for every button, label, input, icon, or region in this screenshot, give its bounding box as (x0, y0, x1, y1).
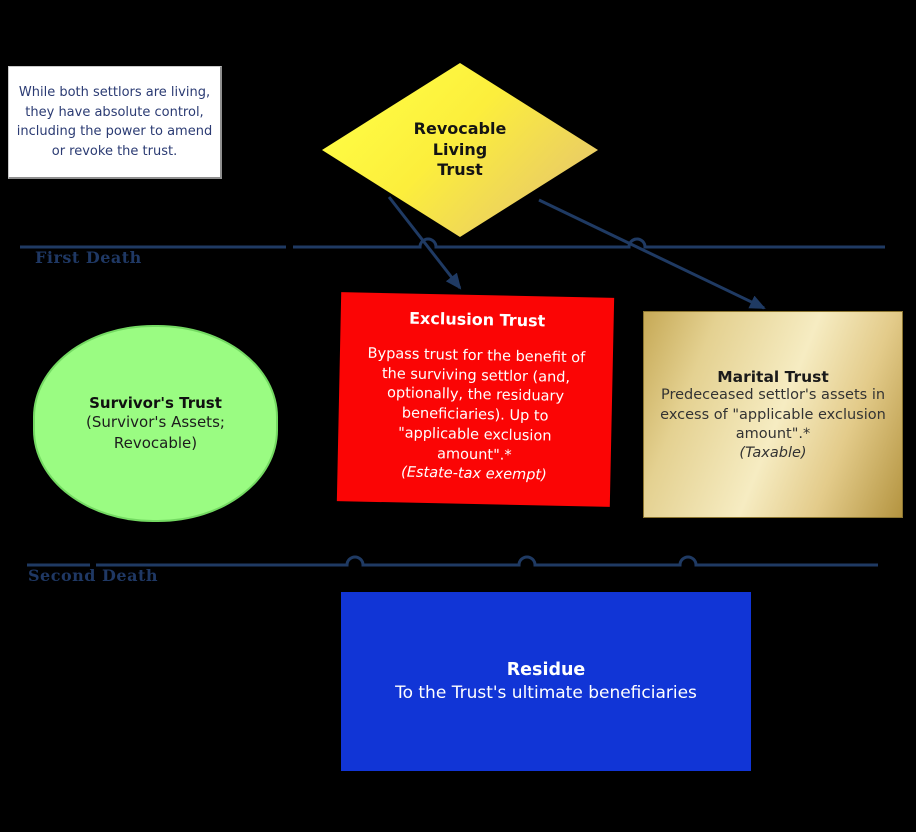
residue-title: Residue (506, 660, 586, 680)
residue-body: To the Trust's ultimate beneficiaries (395, 683, 697, 703)
marital-trust-body: Predeceased settlor's assets in excess o… (660, 387, 886, 443)
first-death-line (20, 237, 885, 249)
marital-trust-box: Marital Trust Predeceased settlor's asse… (643, 311, 903, 518)
arrow-to-marital-trust (538, 198, 766, 310)
exclusion-trust-body: Bypass trust for the benefit of the surv… (367, 345, 586, 464)
survivors-trust-body: (Survivor's Assets; Revocable) (86, 413, 225, 452)
exclusion-trust-title: Exclusion Trust (408, 308, 546, 331)
survivors-trust-shape: Survivor's Trust (Survivor's Assets; Rev… (33, 325, 278, 522)
exclusion-trust-box: Exclusion Trust Bypass trust for the ben… (336, 292, 615, 507)
second-death-line (27, 555, 878, 567)
second-death-label: Second Death (28, 566, 158, 585)
settlors-note-text: While both settlors are living, they hav… (16, 85, 213, 159)
first-death-label: First Death (35, 248, 142, 267)
revocable-living-trust-label: Revocable Living Trust (413, 118, 507, 180)
revocable-living-trust-shape: Revocable Living Trust (322, 63, 598, 237)
marital-trust-footnote: (Taxable) (739, 444, 807, 461)
residue-box: Residue To the Trust's ultimate benefici… (341, 592, 751, 771)
arrow-to-exclusion-trust (387, 196, 462, 290)
survivors-trust-title: Survivor's Trust (89, 394, 222, 413)
diamond-icon (322, 63, 598, 237)
settlors-note-box: While both settlors are living, they hav… (8, 66, 222, 179)
marital-trust-title: Marital Trust (717, 368, 829, 387)
